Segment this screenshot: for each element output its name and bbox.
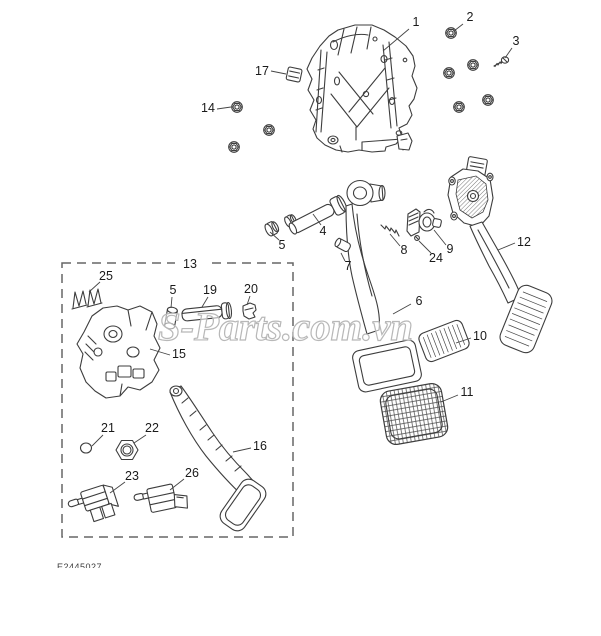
switch-9-drawing — [406, 208, 442, 237]
callout-24: 24 — [429, 251, 443, 265]
grommet-21-drawing — [79, 442, 93, 454]
pin-19-drawing — [181, 301, 233, 322]
callout-21: 21 — [101, 421, 115, 435]
leader-line-14 — [216, 106, 232, 110]
kit-box-13 — [61, 256, 294, 538]
leader-line-8 — [389, 233, 401, 247]
callout-14: 14 — [201, 101, 215, 115]
leader-line-20 — [246, 295, 251, 306]
switch-26-drawing — [133, 483, 188, 513]
leader-line-25 — [88, 281, 101, 293]
leader-line-6 — [392, 303, 412, 315]
leader-line-22 — [133, 434, 147, 444]
leader-lines — [88, 23, 516, 494]
leader-line-12 — [497, 242, 516, 251]
leader-line-5a — [269, 231, 280, 241]
clip-20-drawing — [242, 302, 257, 320]
bushing-5-drawing — [264, 221, 280, 237]
callout-23: 23 — [125, 469, 139, 483]
pedal-bracket-1-drawing — [306, 24, 418, 153]
callout-12: 12 — [517, 235, 531, 249]
callout-3: 3 — [513, 34, 520, 48]
callout-5a: 5 — [279, 238, 286, 252]
spring-8-drawing — [380, 224, 400, 237]
leader-line-16 — [232, 447, 252, 453]
leader-line-10 — [455, 337, 472, 344]
pivot-pin-4-drawing — [288, 194, 348, 235]
watermark: S-Parts.com.vn — [157, 303, 413, 349]
leader-line-17 — [270, 70, 287, 75]
leader-line-15 — [149, 348, 171, 356]
callout-11: 11 — [461, 385, 474, 399]
leader-line-23 — [109, 481, 126, 494]
callout-2: 2 — [467, 10, 474, 24]
pedal-pad-10-drawing — [418, 319, 470, 363]
leader-line-24 — [418, 240, 432, 254]
leader-line-11 — [440, 394, 459, 403]
bushing-5b-drawing — [164, 306, 178, 330]
callout-10: 10 — [473, 329, 487, 343]
callout-9: 9 — [447, 242, 454, 256]
screw-3-drawing — [493, 56, 510, 68]
callout-6: 6 — [416, 294, 423, 308]
callouts: 1 2 3 17 14 4 5 7 8 24 9 12 6 10 11 13 2… — [99, 10, 531, 483]
leader-line-4 — [312, 213, 322, 226]
watermark-text: S-Parts.com.vn — [158, 304, 413, 349]
callout-25: 25 — [99, 269, 113, 283]
pedal-pad-11-drawing — [379, 383, 449, 445]
leader-line-5b — [170, 296, 173, 309]
screw-24-drawing — [414, 235, 420, 241]
leader-line-9 — [433, 229, 447, 246]
callout-13: 13 — [183, 257, 197, 271]
leader-line-7 — [340, 252, 346, 262]
drawing-code: E2445027 — [57, 562, 127, 568]
leader-line-1 — [382, 28, 410, 52]
leader-line-26 — [169, 478, 185, 491]
bracket-assembly-15-drawing — [76, 305, 161, 399]
callout-16: 16 — [253, 439, 267, 453]
leader-line-19 — [201, 296, 209, 308]
callout-8: 8 — [401, 243, 408, 257]
callout-26: 26 — [185, 466, 199, 480]
callout-20: 20 — [244, 282, 258, 296]
nut-group-14 — [228, 101, 275, 153]
accelerator-pedal-12-drawing — [447, 156, 553, 354]
drawing-code-text: E2445027 — [57, 562, 103, 568]
nut-22-drawing — [115, 439, 139, 461]
clip-nut-17-drawing — [285, 66, 303, 83]
callout-4: 4 — [320, 224, 327, 238]
leader-line-2 — [453, 23, 464, 32]
callout-17: 17 — [255, 64, 269, 78]
leader-line-21 — [91, 434, 104, 447]
switch-23-drawing — [67, 484, 119, 523]
callout-5b: 5 — [170, 283, 177, 297]
leader-line-3 — [504, 47, 513, 59]
callout-7: 7 — [345, 259, 352, 273]
clutch-pedal-16-drawing — [169, 385, 267, 532]
nut-group-2 — [443, 27, 494, 113]
spring-25-drawing — [71, 288, 103, 310]
pin-7-drawing — [334, 237, 351, 253]
callout-1: 1 — [413, 15, 420, 29]
callout-22: 22 — [145, 421, 159, 435]
callout-19: 19 — [203, 283, 217, 297]
callout-15: 15 — [172, 347, 186, 361]
